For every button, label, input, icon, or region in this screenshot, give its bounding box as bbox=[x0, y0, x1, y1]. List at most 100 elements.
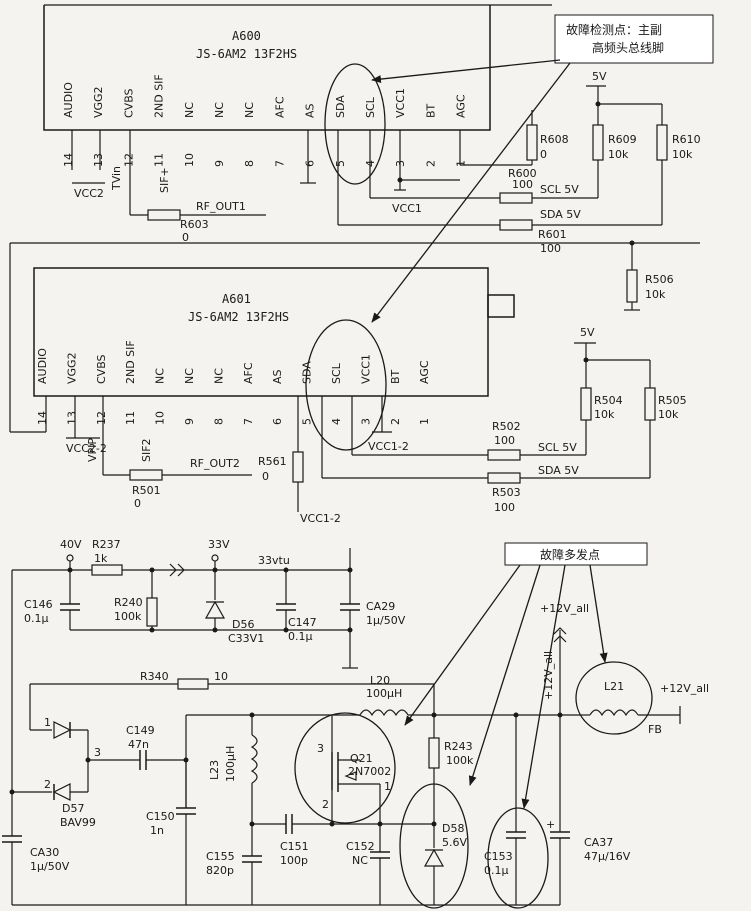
a600-ref: A600 bbox=[232, 29, 261, 43]
ca37-plus: + bbox=[546, 818, 555, 831]
r340-label: R340 bbox=[140, 670, 169, 683]
a600-r603: R603 bbox=[180, 218, 209, 231]
v12-all-slant: +12V_all bbox=[542, 651, 555, 700]
a601-pin-name: NC bbox=[183, 368, 196, 384]
a600-pin-name: VGG2 bbox=[92, 86, 105, 118]
a600-r600: R600 bbox=[508, 167, 537, 180]
v12-all-top: +12V_all bbox=[540, 602, 589, 615]
a600-r609: R609 bbox=[608, 133, 637, 146]
c149-label: C149 bbox=[126, 724, 155, 737]
a601-r505-val: 10k bbox=[658, 408, 679, 421]
a600-sif: SIF+ bbox=[158, 167, 171, 193]
l21-label: L21 bbox=[604, 680, 624, 693]
fb-label: FB bbox=[648, 723, 662, 736]
a601-pin-number: 2 bbox=[389, 418, 402, 425]
l20-val: 100μH bbox=[366, 687, 402, 700]
v33vtu-label: 33vtu bbox=[258, 554, 290, 567]
c155-val: 820p bbox=[206, 864, 234, 877]
r237-label: R237 bbox=[92, 538, 121, 551]
callout-tuner-line2: 高频头总线脚 bbox=[592, 40, 664, 55]
tuner-a600: A600 JS-6AM2 13F2HS AUDIO14VGG213CVBS122… bbox=[43, 4, 701, 255]
a601-pin-number: 9 bbox=[183, 418, 196, 425]
ca29-val: 1μ/50V bbox=[366, 614, 406, 627]
a601-pin-number: 13 bbox=[65, 411, 78, 425]
c153-val: 0.1μ bbox=[484, 864, 509, 877]
a600-r608: R608 bbox=[540, 133, 569, 146]
v33-label: 33V bbox=[208, 538, 230, 551]
r243-val: 100k bbox=[446, 754, 474, 767]
a600-pin-name: NC bbox=[213, 102, 226, 118]
a601-scl: SCL 5V bbox=[538, 441, 577, 454]
a601-r561-val: 0 bbox=[262, 470, 269, 483]
a601-r505: R505 bbox=[658, 394, 687, 407]
a601-pin-name: BT bbox=[389, 369, 402, 384]
a601-pin-number: 8 bbox=[212, 418, 225, 425]
a600-r608-val: 0 bbox=[540, 148, 547, 161]
a600-pin-name: AFC bbox=[273, 96, 286, 118]
a601-pin-name: SCL bbox=[330, 362, 343, 384]
a600-model: JS-6AM2 13F2HS bbox=[196, 47, 297, 61]
a601-pin-number: 5 bbox=[301, 418, 314, 425]
a601-vcc2: VCC2-2 bbox=[66, 442, 107, 455]
a601-sif: SIF2 bbox=[140, 438, 153, 462]
q21-ellipse bbox=[294, 712, 396, 824]
a601-r504: R504 bbox=[594, 394, 623, 407]
a601-r501: R501 bbox=[132, 484, 161, 497]
a601-pin-name: VGG2 bbox=[65, 352, 78, 384]
q21-val: 2N7002 bbox=[348, 765, 391, 778]
callout-frequent-fault: 故障多发点 bbox=[540, 547, 600, 562]
a600-pin-name: NC bbox=[183, 102, 196, 118]
ca37-val: 47μ/16V bbox=[584, 850, 631, 863]
a600-pin-name: SCL bbox=[364, 96, 377, 118]
a601-r501-val: 0 bbox=[134, 497, 141, 510]
a601-bus-pins-ellipse bbox=[305, 319, 387, 451]
q21-label: Q21 bbox=[350, 752, 373, 765]
a601-ref: A601 bbox=[222, 292, 251, 306]
a600-r600-val: 100 bbox=[512, 178, 533, 191]
a600-pin-number: 5 bbox=[334, 160, 347, 167]
c147-val: 0.1μ bbox=[288, 630, 313, 643]
r240-val: 100k bbox=[114, 610, 142, 623]
d58-label: D58 bbox=[442, 822, 464, 835]
r506-val: 10k bbox=[645, 288, 666, 301]
c147-label: C147 bbox=[288, 616, 317, 629]
a600-pin-name: SDA bbox=[334, 95, 347, 118]
a600-r610-val: 10k bbox=[672, 148, 693, 161]
ca30-val: 1μ/50V bbox=[30, 860, 70, 873]
a601-pin-number: 3 bbox=[359, 418, 372, 425]
a601-5v: 5V bbox=[580, 326, 595, 339]
a600-pin-number: 11 bbox=[153, 153, 166, 167]
c146-val: 0.1μ bbox=[24, 612, 49, 625]
a600-pin-number: 7 bbox=[273, 160, 286, 167]
l21-ellipse bbox=[575, 661, 653, 735]
q21-pin1: 1 bbox=[384, 780, 391, 793]
a600-pin-number: 3 bbox=[394, 160, 407, 167]
a601-pin-number: 7 bbox=[242, 418, 255, 425]
a601-r503: R503 bbox=[492, 486, 521, 499]
a600-r601: R601 bbox=[538, 228, 567, 241]
a601-r504-val: 10k bbox=[594, 408, 615, 421]
ca30-label: CA30 bbox=[30, 846, 59, 859]
c146-label: C146 bbox=[24, 598, 53, 611]
a601-pin-name: NC bbox=[154, 368, 167, 384]
a601-vcc1-2b: VCC1-2 bbox=[368, 440, 409, 453]
a601-pin-name: 2ND SIF bbox=[124, 340, 137, 384]
a601-pin-number: 1 bbox=[418, 418, 431, 425]
a601-pin-number: 4 bbox=[330, 418, 343, 425]
a600-scl: SCL 5V bbox=[540, 183, 579, 196]
a601-pin-name: AS bbox=[271, 369, 284, 384]
a601-pin-name: AGC bbox=[418, 360, 431, 384]
a601-r503-val: 100 bbox=[494, 501, 515, 514]
a601-pin-name: AFC bbox=[242, 362, 255, 384]
a600-pin-name: VCC1 bbox=[394, 88, 407, 118]
l23-label: L23 bbox=[208, 760, 221, 780]
a601-r502: R502 bbox=[492, 420, 521, 433]
c149-val: 47n bbox=[128, 738, 149, 751]
tuner-fault-callout: 故障检测点：主副 高频头总线脚 bbox=[371, 14, 714, 323]
a600-bus-pins-ellipse bbox=[324, 63, 386, 185]
a600-pin-name: 2ND SIF bbox=[153, 74, 166, 118]
a600-pin-name: BT bbox=[424, 103, 437, 118]
a600-pin-number: 6 bbox=[304, 160, 317, 167]
a600-pin-name: CVBS bbox=[122, 88, 135, 118]
